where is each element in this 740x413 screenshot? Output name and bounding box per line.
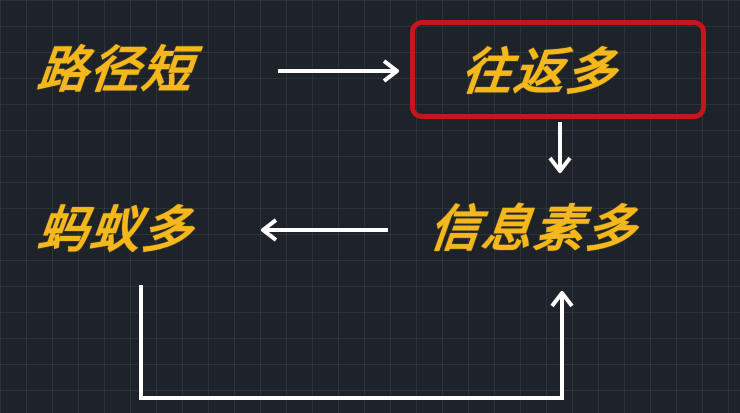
- arrow-loop-up: [139, 285, 574, 400]
- arrow-right: [278, 59, 399, 83]
- arrow-left: [261, 218, 388, 242]
- arrow-down: [548, 122, 572, 173]
- highlight-box: [410, 20, 706, 119]
